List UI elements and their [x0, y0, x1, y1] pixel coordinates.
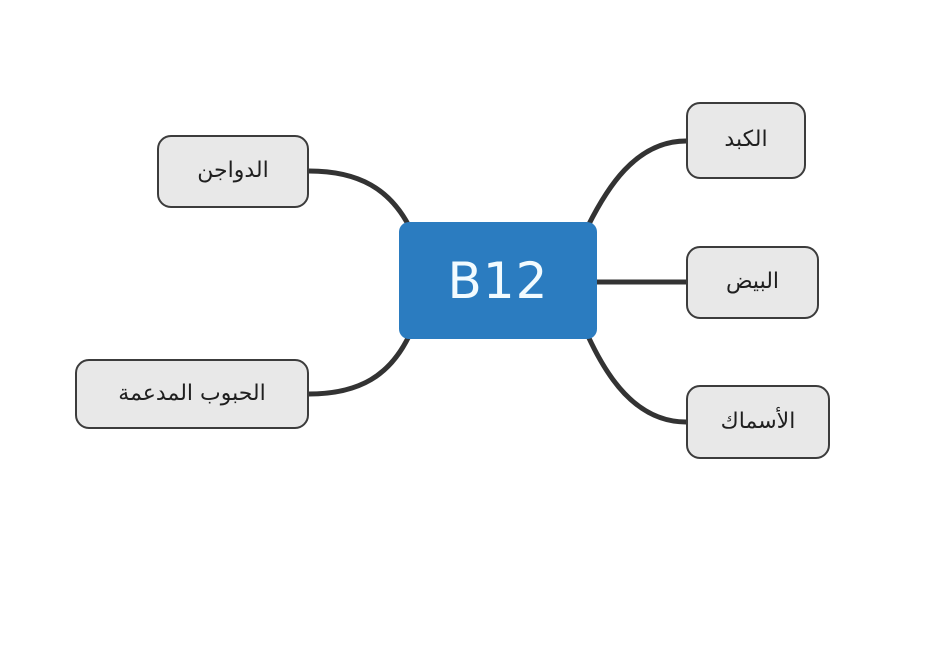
node-fish[interactable]: الأسماك	[686, 385, 830, 459]
node-liver[interactable]: الكبد	[686, 102, 806, 179]
node-eggs[interactable]: البيض	[686, 246, 819, 319]
edge-b12-poultry	[306, 168, 412, 229]
node-fish-label: الأسماك	[720, 408, 796, 434]
edge-b12-cereal	[306, 333, 412, 397]
node-fortified-cereal[interactable]: الحبوب المدعمة	[75, 359, 309, 429]
edge-b12-fish	[585, 333, 689, 425]
central-node-b12[interactable]: B12	[399, 222, 597, 339]
central-node-label: B12	[447, 251, 549, 310]
node-liver-label: الكبد	[724, 127, 768, 153]
node-fortified-cereal-label: الحبوب المدعمة	[118, 380, 266, 406]
node-poultry[interactable]: الدواجن	[157, 135, 309, 208]
node-poultry-label: الدواجن	[197, 158, 269, 184]
edge-b12-liver	[585, 138, 689, 229]
node-eggs-label: البيض	[725, 269, 780, 295]
